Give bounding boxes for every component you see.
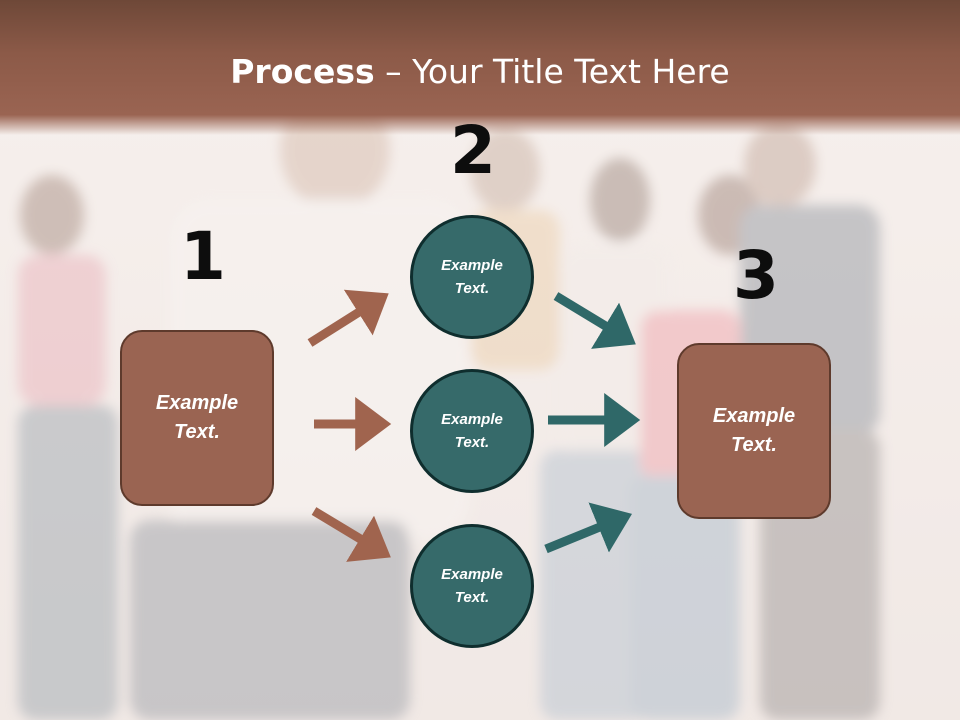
step-number-2: 2: [450, 112, 496, 189]
arrow-1-to-bottom: [311, 507, 391, 562]
step-2-circle-top: Example Text.: [410, 215, 534, 339]
step-2-label-top: Example Text.: [441, 257, 503, 297]
step-2-label-bottom: Example Text.: [441, 566, 503, 606]
step-2-circle-bottom: Example Text.: [410, 524, 534, 648]
step-number-3: 3: [733, 237, 779, 314]
arrow-1-to-top: [307, 289, 389, 347]
step-3-label: Example Text.: [712, 405, 796, 456]
title-rest: – Your Title Text Here: [374, 52, 730, 91]
arrow-bottom-to-3: [544, 502, 632, 554]
step-number-1: 1: [180, 218, 226, 295]
step-1-box: Example Text.: [120, 330, 274, 506]
slide-title: Process – Your Title Text Here: [0, 52, 960, 91]
step-1-label: Example Text.: [155, 392, 239, 443]
step-2-circle-middle: Example Text.: [410, 369, 534, 493]
arrow-top-to-3: [553, 292, 636, 349]
step-2-label-middle: Example Text.: [441, 411, 503, 451]
step-3-box: Example Text.: [677, 343, 831, 519]
title-band: [0, 0, 960, 135]
title-bold-word: Process: [230, 52, 375, 91]
